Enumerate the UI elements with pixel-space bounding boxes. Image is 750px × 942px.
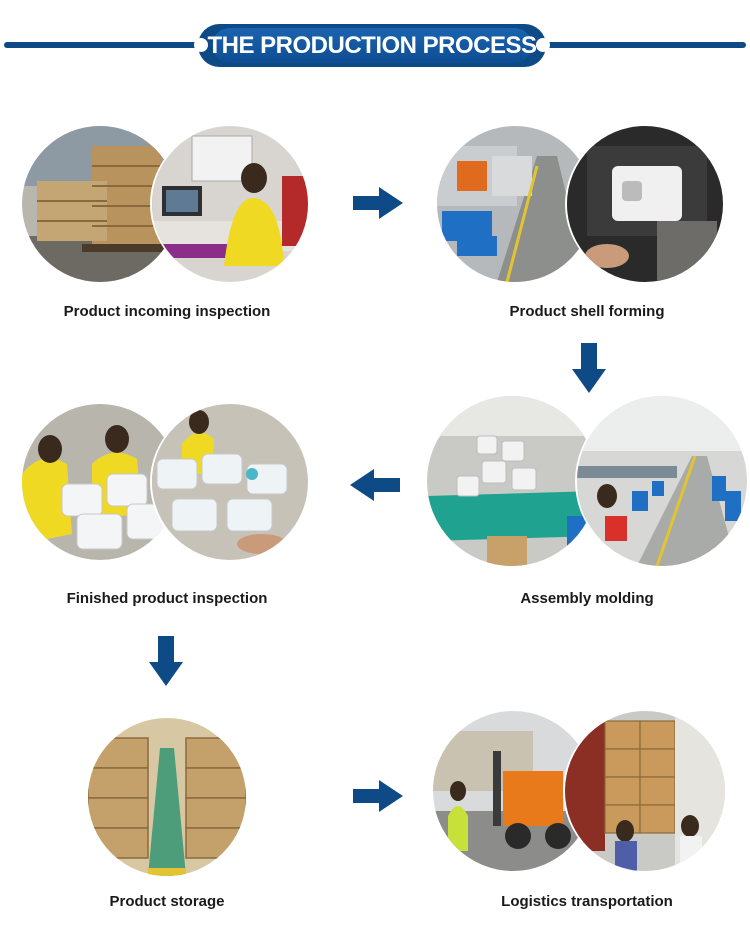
step-label: Product storage (109, 893, 225, 910)
step-label: Finished product inspection (66, 590, 268, 607)
header-rule-right (528, 42, 746, 48)
warehouse-aisle-photo (88, 718, 246, 876)
inspector-at-computer-photo (152, 126, 308, 282)
shipping-container-photo (565, 711, 725, 871)
arrow-down-icon (572, 343, 606, 393)
arrow-right-icon (353, 187, 403, 219)
factory-floor-photo (577, 396, 747, 566)
step-label: Logistics transportation (501, 893, 673, 910)
header-rule-left (4, 42, 224, 48)
step-label: Assembly molding (520, 590, 654, 607)
arrow-down-icon (149, 636, 183, 686)
arrow-left-icon (350, 469, 400, 501)
inspection-table-photo (152, 404, 308, 560)
assembly-line-photo (427, 396, 597, 566)
title-banner: THE PRODUCTION PROCESS (194, 24, 550, 67)
step-label: Product incoming inspection (63, 303, 271, 320)
step-label: Product shell forming (509, 303, 665, 320)
page-title: THE PRODUCTION PROCESS (207, 31, 537, 59)
shell-mold-closeup-photo (567, 126, 723, 282)
arrow-right-icon (353, 780, 403, 812)
